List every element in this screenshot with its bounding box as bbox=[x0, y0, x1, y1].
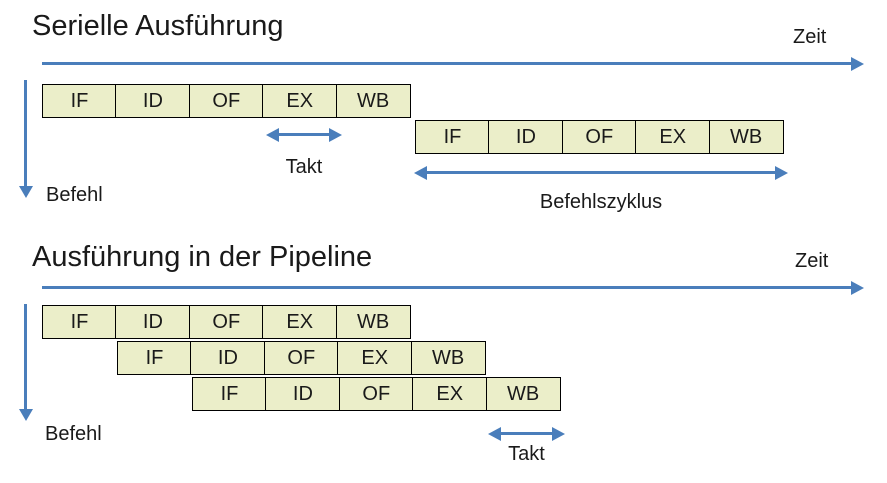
serial-instruction-1-row: IF ID OF EX WB bbox=[42, 84, 411, 118]
stage-cell: WB bbox=[335, 84, 411, 118]
arrow-right-icon bbox=[329, 127, 342, 142]
serial-time-axis-label: Zeit bbox=[793, 26, 827, 48]
stage-cell: OF bbox=[188, 84, 264, 118]
serial-clock-label: Takt bbox=[285, 156, 323, 178]
stage-cell: EX bbox=[337, 341, 413, 375]
arrow-shaft bbox=[501, 431, 552, 436]
arrow-left-icon bbox=[266, 127, 279, 142]
arrow-down-icon bbox=[18, 186, 33, 198]
stage-cell: OF bbox=[338, 377, 414, 411]
serial-instruction-axis-arrow bbox=[18, 80, 33, 198]
serial-instruction-axis-label: Befehl bbox=[46, 184, 103, 206]
stage-cell: WB bbox=[708, 120, 784, 154]
stage-cell: ID bbox=[115, 84, 191, 118]
pipeline-instruction-2-row: IF ID OF EX WB bbox=[117, 341, 486, 375]
serial-clock-span-arrow bbox=[266, 127, 342, 142]
stage-cell: IF bbox=[192, 377, 267, 411]
pipeline-instruction-3-row: IF ID OF EX WB bbox=[192, 377, 561, 411]
serial-instruction-2-row: IF ID OF EX WB bbox=[415, 120, 784, 154]
arrow-right-icon bbox=[851, 56, 864, 71]
arrow-right-icon bbox=[552, 426, 565, 441]
stage-cell: ID bbox=[115, 305, 191, 339]
pipeline-clock-span-arrow bbox=[488, 426, 565, 441]
stage-cell: OF bbox=[188, 305, 264, 339]
arrow-shaft bbox=[23, 304, 28, 409]
arrow-right-icon bbox=[775, 165, 788, 180]
stage-cell: ID bbox=[265, 377, 341, 411]
pipeline-time-axis-label: Zeit bbox=[795, 250, 829, 272]
arrow-shaft bbox=[42, 285, 851, 290]
serial-time-axis-arrow bbox=[42, 56, 864, 71]
pipeline-instruction-axis-arrow bbox=[18, 304, 33, 421]
arrow-right-icon bbox=[851, 280, 864, 295]
pipeline-instruction-axis-label: Befehl bbox=[45, 423, 102, 445]
arrow-shaft bbox=[23, 80, 28, 186]
stage-cell: OF bbox=[561, 120, 637, 154]
serial-section-title: Serielle Ausführung bbox=[32, 10, 284, 42]
stage-cell: IF bbox=[117, 341, 192, 375]
stage-cell: EX bbox=[412, 377, 488, 411]
pipeline-section-title: Ausführung in der Pipeline bbox=[32, 241, 373, 273]
pipeline-instruction-1-row: IF ID OF EX WB bbox=[42, 305, 411, 339]
pipeline-clock-label: Takt bbox=[508, 443, 545, 465]
arrow-left-icon bbox=[414, 165, 427, 180]
stage-cell: ID bbox=[190, 341, 266, 375]
stage-cell: WB bbox=[485, 377, 561, 411]
pipeline-time-axis-arrow bbox=[42, 280, 864, 295]
stage-cell: EX bbox=[262, 84, 338, 118]
arrow-shaft bbox=[427, 170, 775, 175]
stage-cell: EX bbox=[635, 120, 711, 154]
stage-cell: IF bbox=[42, 84, 117, 118]
stage-cell: OF bbox=[263, 341, 339, 375]
serial-cycle-span-arrow bbox=[414, 165, 788, 180]
stage-cell: IF bbox=[42, 305, 117, 339]
arrow-left-icon bbox=[488, 426, 501, 441]
stage-cell: ID bbox=[488, 120, 564, 154]
stage-cell: WB bbox=[335, 305, 411, 339]
serial-cycle-label: Befehlszyklus bbox=[539, 191, 663, 213]
stage-cell: WB bbox=[410, 341, 486, 375]
arrow-shaft bbox=[279, 132, 329, 137]
stage-cell: IF bbox=[415, 120, 490, 154]
arrow-shaft bbox=[42, 61, 851, 66]
arrow-down-icon bbox=[18, 409, 33, 421]
stage-cell: EX bbox=[262, 305, 338, 339]
